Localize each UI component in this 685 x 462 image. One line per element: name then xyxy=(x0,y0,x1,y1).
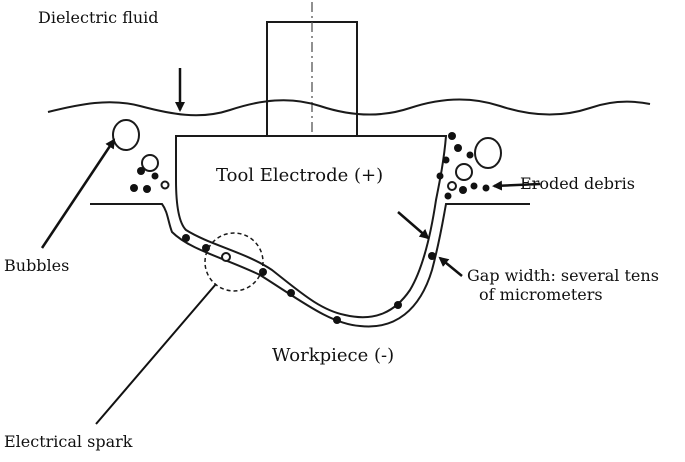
eroded-debris-label: Eroded debris xyxy=(520,174,635,193)
bubbles-label: Bubbles xyxy=(4,256,70,275)
debris-particle xyxy=(182,234,190,242)
workpiece-surface xyxy=(90,203,530,328)
bubble xyxy=(447,181,457,191)
debris-particle xyxy=(442,156,450,164)
debris-particle xyxy=(137,167,145,175)
gap-width-label-line2: of micrometers xyxy=(479,285,603,304)
debris-particle xyxy=(428,252,436,260)
debris-particle xyxy=(448,132,456,140)
debris-particle xyxy=(287,289,295,297)
bubbles-arrow xyxy=(40,138,116,249)
debris-particle xyxy=(482,184,490,192)
electrical-spark-highlight xyxy=(204,232,264,292)
debris-particle xyxy=(151,172,159,180)
debris-particle xyxy=(259,268,267,276)
bubbles-group xyxy=(112,119,502,262)
bubble xyxy=(474,137,502,169)
gap-width-arrow-lower xyxy=(438,256,463,277)
debris-particle xyxy=(436,172,444,180)
bubble xyxy=(221,252,231,262)
tool-electrode-body xyxy=(175,135,448,319)
tool-electrode-label: Tool Electrode (+) xyxy=(216,165,384,186)
electrical-spark-leader xyxy=(95,283,217,425)
debris-particle xyxy=(459,186,467,194)
debris-particle xyxy=(202,244,210,252)
gap-width-label: Gap width: several tens of micrometers xyxy=(467,266,659,304)
gap-width-label-line1: Gap width: several tens xyxy=(467,266,659,285)
dielectric-fluid-surface xyxy=(47,98,651,117)
bubble xyxy=(160,180,170,190)
debris-particle xyxy=(143,185,151,193)
workpiece-label: Workpiece (-) xyxy=(272,345,395,366)
debris-particle xyxy=(454,144,462,152)
debris-particle xyxy=(466,151,474,159)
debris-particle xyxy=(130,184,138,192)
gap-width-arrow-upper xyxy=(397,211,430,240)
debris-particles xyxy=(130,132,490,324)
debris-particle xyxy=(394,301,402,309)
debris-particle xyxy=(333,316,341,324)
bubble xyxy=(112,119,140,151)
tool-shaft xyxy=(266,21,358,138)
debris-particle xyxy=(444,192,452,200)
dielectric-fluid-label: Dielectric fluid xyxy=(38,8,159,27)
eroded-debris-arrow xyxy=(492,180,541,191)
bubble xyxy=(455,163,473,181)
electrical-spark-label: Electrical spark xyxy=(4,432,133,451)
debris-particle xyxy=(470,182,478,190)
bubble xyxy=(141,154,159,172)
